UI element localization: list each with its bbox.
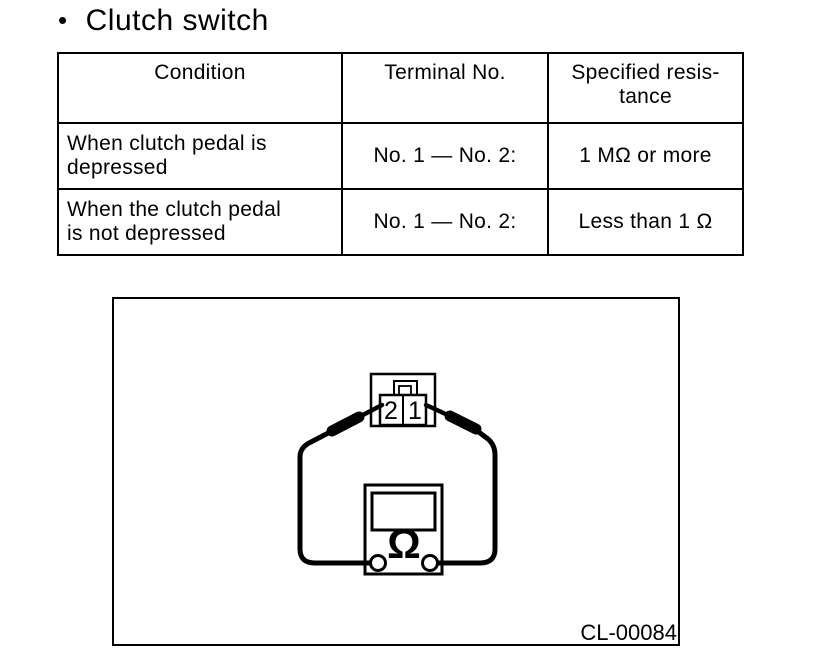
cell-terminal: No. 1 — No. 2: bbox=[341, 188, 549, 256]
col-header-terminal: Terminal No. bbox=[341, 52, 549, 124]
cell-resistance: Less than 1 Ω bbox=[547, 188, 744, 256]
spec-table: Condition Terminal No. Specified resis- … bbox=[57, 52, 744, 256]
left-probe-handle bbox=[326, 411, 365, 437]
bullet-icon: • bbox=[58, 5, 68, 35]
right-probe-handle bbox=[444, 410, 482, 435]
meter-terminal-left bbox=[369, 554, 387, 572]
measurement-diagram: 2 1 Ω CL-00084 bbox=[297, 372, 677, 644]
table-header-row: Condition Terminal No. Specified resis- … bbox=[57, 52, 744, 124]
pin-number-2: 2 bbox=[384, 397, 398, 425]
meter-terminal-right bbox=[421, 554, 439, 572]
section-title: • Clutch switch bbox=[58, 2, 269, 40]
multimeter-display bbox=[370, 491, 437, 532]
right-test-lead-wire bbox=[438, 425, 498, 566]
figure-code-label: CL-00084 bbox=[580, 620, 677, 644]
cell-resistance: 1 MΩ or more bbox=[547, 122, 744, 190]
ohm-symbol: Ω bbox=[387, 520, 421, 567]
right-probe-tip bbox=[423, 402, 453, 419]
figure-frame: 2 1 Ω CL-00084 bbox=[112, 297, 680, 646]
col-header-resistance: Specified resis- tance bbox=[547, 52, 744, 124]
cell-condition: When the clutch pedal is not depressed bbox=[57, 188, 343, 256]
col-header-condition: Condition bbox=[57, 52, 343, 124]
cell-condition: When clutch pedal is depressed bbox=[57, 122, 343, 190]
left-test-lead-wire bbox=[297, 426, 370, 566]
pin-number-1: 1 bbox=[408, 397, 422, 425]
section-title-text: Clutch switch bbox=[85, 4, 269, 37]
cell-terminal: No. 1 — No. 2: bbox=[341, 122, 549, 190]
table-row: When the clutch pedal is not depressed N… bbox=[57, 188, 744, 256]
left-probe-tip bbox=[356, 402, 385, 420]
table-row: When clutch pedal is depressed No. 1 — N… bbox=[57, 122, 744, 190]
